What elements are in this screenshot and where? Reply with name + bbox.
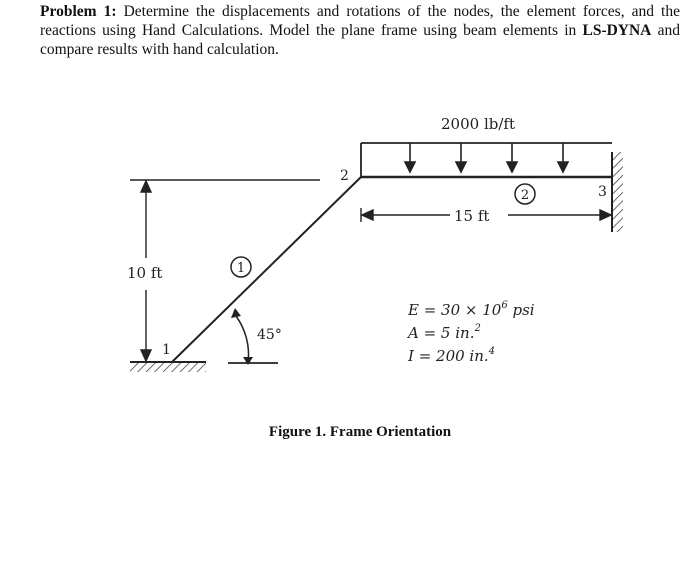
span-label: 15 ft	[454, 207, 489, 225]
angle-arrowhead-bottom	[243, 357, 253, 365]
problem-text-a: Determine the displacements and rotation…	[40, 3, 680, 39]
problem-label: Problem 1:	[40, 3, 117, 20]
distributed-load	[360, 142, 612, 177]
angle-arrowhead-top	[231, 308, 241, 318]
area-label: A = 5 in.2	[406, 323, 481, 342]
node-3-label: 3	[598, 184, 607, 200]
node-2-label: 2	[340, 168, 349, 184]
software-name: LS-DYNA	[582, 22, 652, 39]
node-1-label: 1	[162, 342, 171, 358]
problem-statement: Problem 1: Determine the displacements a…	[40, 2, 680, 59]
problem-text-b: and compare results with hand calculatio…	[40, 22, 680, 58]
span-dimension	[360, 208, 613, 222]
inertia-label: I = 200 in.4	[407, 346, 495, 365]
figure-caption: Figure 1. Frame Orientation	[0, 424, 700, 441]
element-1-label: 1	[237, 261, 245, 276]
element-2-circle	[514, 183, 536, 205]
height-dimension	[130, 179, 320, 363]
ground-support	[130, 361, 206, 372]
figure-caption-text: Figure 1. Frame Orientation	[268, 424, 452, 440]
angle-label: 45°	[257, 327, 282, 343]
element-2-label: 2	[521, 188, 529, 203]
height-label: 10 ft	[127, 264, 162, 282]
modulus-label: E = 30 × 106 psi	[407, 300, 535, 319]
load-label: 2000 lb/ft	[441, 115, 515, 133]
element-1-circle	[230, 256, 252, 278]
element-1-member	[171, 176, 362, 363]
angle-arc	[235, 315, 250, 364]
wall-support	[611, 152, 623, 232]
